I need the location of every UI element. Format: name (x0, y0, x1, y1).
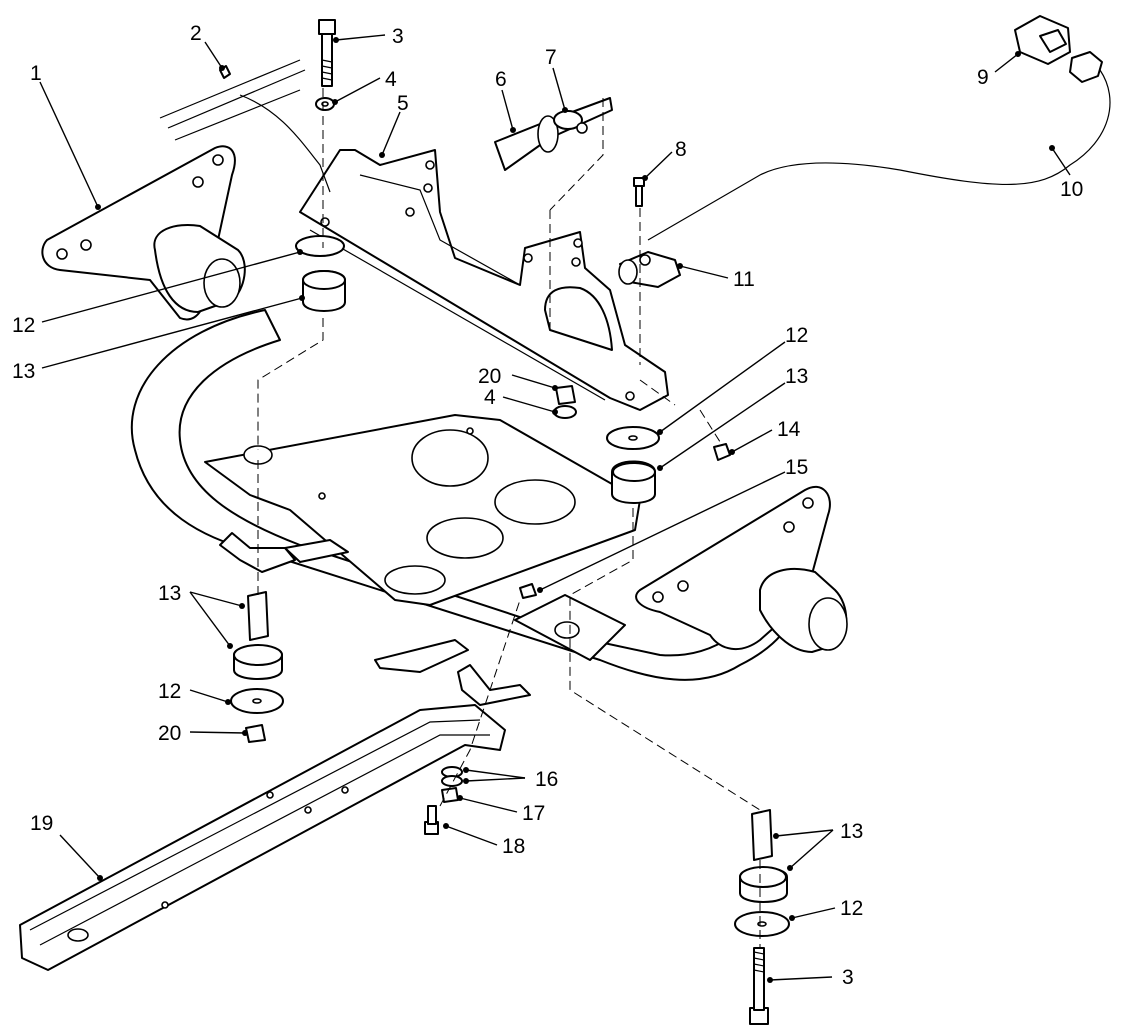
left-mounting-plate (41, 145, 246, 321)
callout-12d: 12 (840, 897, 863, 920)
callout-13c: 13 (158, 582, 181, 605)
callout-19: 19 (30, 812, 53, 835)
callout-12b: 12 (785, 324, 808, 347)
callout-16: 16 (535, 768, 558, 791)
callout-20: 20 (478, 365, 501, 388)
right-mounting-plate (635, 485, 848, 653)
callout-8: 8 (675, 138, 687, 161)
leader-lines (39, 34, 1071, 983)
top-cross-member (159, 59, 331, 193)
callout-14: 14 (777, 418, 801, 441)
hydraulic-fitting (618, 251, 681, 288)
washers-and-mounts (230, 97, 790, 937)
brake-fitting-and-line (647, 15, 1111, 241)
callout-7: 7 (545, 46, 557, 69)
callout-3b: 3 (842, 966, 854, 989)
rear-bracket (299, 149, 669, 411)
callout-5: 5 (397, 92, 409, 115)
callout-12: 12 (12, 314, 35, 337)
callout-10: 10 (1060, 178, 1083, 201)
callout-13: 13 (12, 360, 35, 383)
callout-13b: 13 (785, 365, 808, 388)
callout-4b: 4 (484, 386, 496, 409)
callout-11: 11 (733, 268, 755, 291)
callout-15: 15 (785, 456, 808, 479)
callout-17: 17 (522, 802, 545, 825)
callout-12c: 12 (158, 680, 181, 703)
bolts (318, 19, 769, 1025)
callout-20b: 20 (158, 722, 181, 745)
callout-1: 1 (30, 62, 42, 85)
callout-13d: 13 (840, 820, 863, 843)
callout-6: 6 (495, 68, 507, 91)
callout-18: 18 (502, 835, 525, 858)
callout-4: 4 (385, 68, 397, 91)
callout-3: 3 (392, 25, 404, 48)
footrest-rail (19, 704, 506, 971)
callout-9: 9 (977, 66, 989, 89)
callout-2: 2 (190, 22, 202, 45)
hose-and-clamp (494, 97, 613, 171)
callout-labels: 1 2 3 4 5 6 7 8 9 10 11 12 13 20 4 12 13… (12, 22, 1083, 989)
assembly-lines (257, 88, 761, 948)
center-floor-plate (204, 414, 641, 661)
